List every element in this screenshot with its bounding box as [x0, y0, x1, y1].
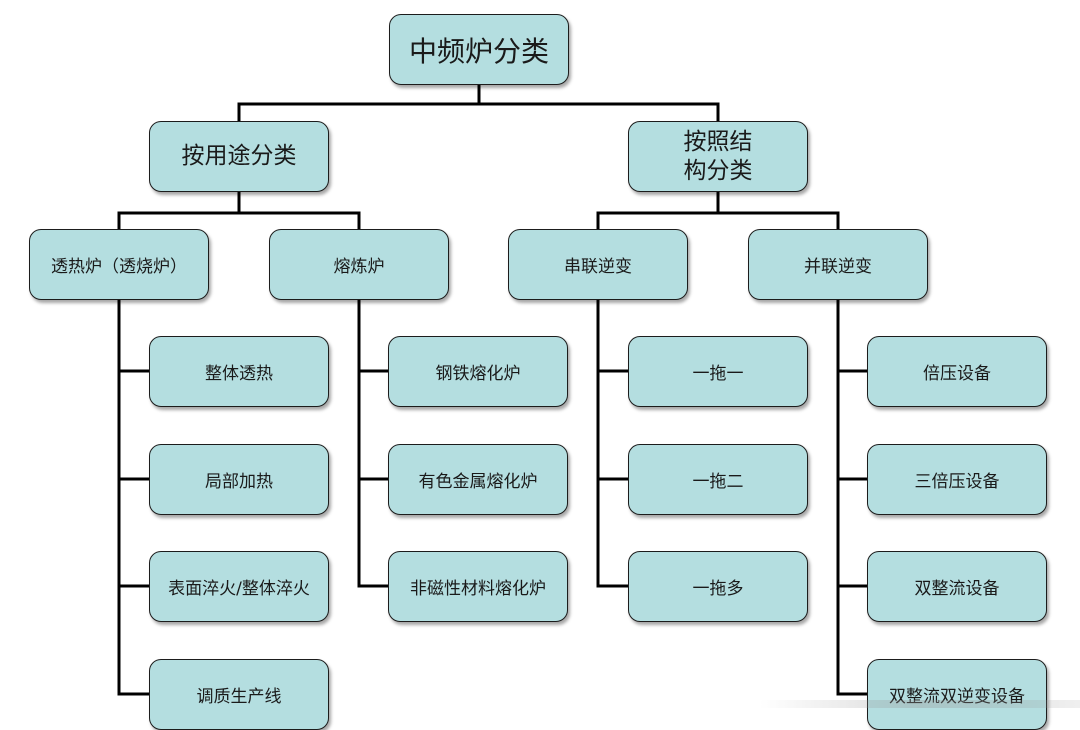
category-series-inverter: 串联逆变: [508, 229, 688, 300]
leaf-voltage-tripler: 三倍压设备: [867, 444, 1047, 515]
leaf-surface-whole-quenching: 表面淬火/整体淬火: [149, 551, 329, 622]
leaf-dual-rectifier-dual-inverter: 双整流双逆变设备: [867, 659, 1047, 730]
category-parallel-inverter: 并联逆变: [748, 229, 928, 300]
leaf-whole-through-heating: 整体透热: [149, 336, 329, 407]
leaf-steel-melting-furnace: 钢铁熔化炉: [388, 336, 568, 407]
leaf-local-heating: 局部加热: [149, 444, 329, 515]
category-through-heating-furnace: 透热炉（透烧炉）: [29, 229, 209, 300]
leaf-dual-rectifier: 双整流设备: [867, 551, 1047, 622]
leaf-one-to-many: 一拖多: [628, 551, 808, 622]
leaf-one-to-two: 一拖二: [628, 444, 808, 515]
connector-lines: [117, 83, 870, 696]
group-by-usage: 按用途分类: [149, 121, 329, 192]
category-melting-furnace: 熔炼炉: [269, 229, 449, 300]
leaf-voltage-doubler: 倍压设备: [867, 336, 1047, 407]
root-node: 中频炉分类: [389, 14, 569, 85]
watermark-smudge: [760, 700, 1080, 708]
leaf-tempering-line: 调质生产线: [149, 659, 329, 730]
leaf-nonferrous-melting-furnace: 有色金属熔化炉: [388, 444, 568, 515]
group-by-structure: 按照结 构分类: [628, 121, 808, 192]
leaf-one-to-one: 一拖一: [628, 336, 808, 407]
leaf-nonmagnetic-melting-furnace: 非磁性材料熔化炉: [388, 551, 568, 622]
